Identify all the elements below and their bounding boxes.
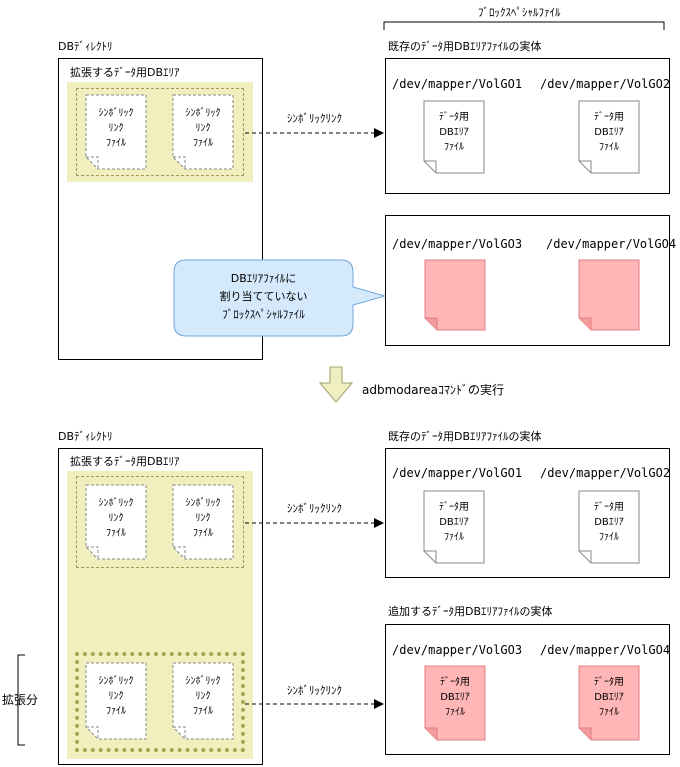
- device-path: /dev/mapper/VolGO1: [392, 466, 523, 480]
- device-path: /dev/mapper/VolGO3: [392, 643, 523, 657]
- file-icon: [423, 100, 485, 174]
- existing-db-file-2: ﾃﾞｰﾀ用 DBｴﾘｱ ﾌｧｲﾙ: [578, 100, 640, 174]
- pink-file-icon: [578, 259, 640, 331]
- command-label: adbmodareaｺﾏﾝﾄﾞの実行: [362, 383, 504, 397]
- block-special-files-bracket: [383, 21, 665, 30]
- device-path: /dev/mapper/VolGO4: [546, 237, 677, 251]
- device-path: /dev/mapper/VolGO3: [392, 237, 523, 251]
- added-db-file-1: ﾃﾞｰﾀ用 DBｴﾘｱ ﾌｧｲﾙ: [424, 665, 486, 741]
- added-symlink-file-1: ｼﾝﾎﾞﾘｯｸ ﾘﾝｸ ﾌｧｲﾙ: [85, 662, 147, 740]
- existing-db-file-2: ﾃﾞｰﾀ用 DBｴﾘｱ ﾌｧｲﾙ: [578, 490, 640, 564]
- existing-files-title: 既存のﾃﾞｰﾀ用DBｴﾘｱﾌｧｲﾙの実体: [388, 430, 542, 443]
- callout-text: DBｴﾘｱﾌｧｲﾙに 割り当てていない ﾌﾞﾛｯｸｽﾍﾟｼｬﾙﾌｧｲﾙ: [219, 272, 308, 321]
- existing-symlink-group: [76, 476, 244, 568]
- device-path: /dev/mapper/VolGO2: [540, 77, 671, 91]
- extension-label: 拡張分: [2, 693, 39, 707]
- db-directory-label: DBﾃﾞｨﾚｸﾄﾘ: [58, 40, 113, 53]
- existing-db-file-1: ﾃﾞｰﾀ用 DBｴﾘｱ ﾌｧｲﾙ: [423, 490, 485, 564]
- symbolic-link-label: ｼﾝﾎﾞﾘｯｸﾘﾝｸ: [287, 112, 342, 125]
- added-symlink-group: [75, 652, 245, 752]
- unassigned-block-file-2: [578, 259, 640, 331]
- symlink-file-icon: [85, 94, 147, 170]
- file-icon: [578, 100, 640, 174]
- unassigned-block-file-1: [424, 259, 486, 331]
- added-db-file-2: ﾃﾞｰﾀ用 DBｴﾘｱ ﾌｧｲﾙ: [578, 665, 640, 741]
- device-path: /dev/mapper/VolGO4: [540, 643, 671, 657]
- existing-db-file-1: ﾃﾞｰﾀ用 DBｴﾘｱ ﾌｧｲﾙ: [423, 100, 485, 174]
- device-path: /dev/mapper/VolGO1: [392, 77, 523, 91]
- symlink-file-2: ｼﾝﾎﾞﾘｯｸ ﾘﾝｸ ﾌｧｲﾙ: [172, 94, 234, 170]
- data-db-area-title: 拡張するﾃﾞｰﾀ用DBｴﾘｱ: [70, 455, 180, 468]
- pink-file-icon: [424, 665, 486, 741]
- pink-file-icon: [424, 259, 486, 331]
- symlink-file-2: ｼﾝﾎﾞﾘｯｸ ﾘﾝｸ ﾌｧｲﾙ: [172, 484, 234, 560]
- block-special-files-label: ﾌﾞﾛｯｸｽﾍﾟｼｬﾙﾌｧｲﾙ: [478, 6, 561, 19]
- symlink-file-1: ｼﾝﾎﾞﾘｯｸ ﾘﾝｸ ﾌｧｲﾙ: [85, 484, 147, 560]
- symlink-file-icon: [85, 662, 147, 740]
- db-directory-label: DBﾃﾞｨﾚｸﾄﾘ: [58, 430, 113, 443]
- symlink-file-icon: [172, 662, 234, 740]
- added-symlink-file-2: ｼﾝﾎﾞﾘｯｸ ﾘﾝｸ ﾌｧｲﾙ: [172, 662, 234, 740]
- existing-symlink-group: [76, 88, 244, 176]
- symbolic-link-label: ｼﾝﾎﾞﾘｯｸﾘﾝｸ: [287, 684, 342, 697]
- symlink-file-icon: [85, 484, 147, 560]
- file-icon: [578, 490, 640, 564]
- device-path: /dev/mapper/VolGO2: [540, 466, 671, 480]
- symlink-file-icon: [172, 484, 234, 560]
- data-db-area-title: 拡張するﾃﾞｰﾀ用DBｴﾘｱ: [70, 66, 180, 79]
- symlink-file-1: ｼﾝﾎﾞﾘｯｸ ﾘﾝｸ ﾌｧｲﾙ: [85, 94, 147, 170]
- symbolic-link-label: ｼﾝﾎﾞﾘｯｸﾘﾝｸ: [287, 502, 342, 515]
- existing-files-title: 既存のﾃﾞｰﾀ用DBｴﾘｱﾌｧｲﾙの実体: [388, 40, 542, 53]
- added-files-title: 追加するﾃﾞｰﾀ用DBｴﾘｱﾌｧｲﾙの実体: [388, 605, 553, 618]
- symlink-file-icon: [172, 94, 234, 170]
- pink-file-icon: [578, 665, 640, 741]
- file-icon: [423, 490, 485, 564]
